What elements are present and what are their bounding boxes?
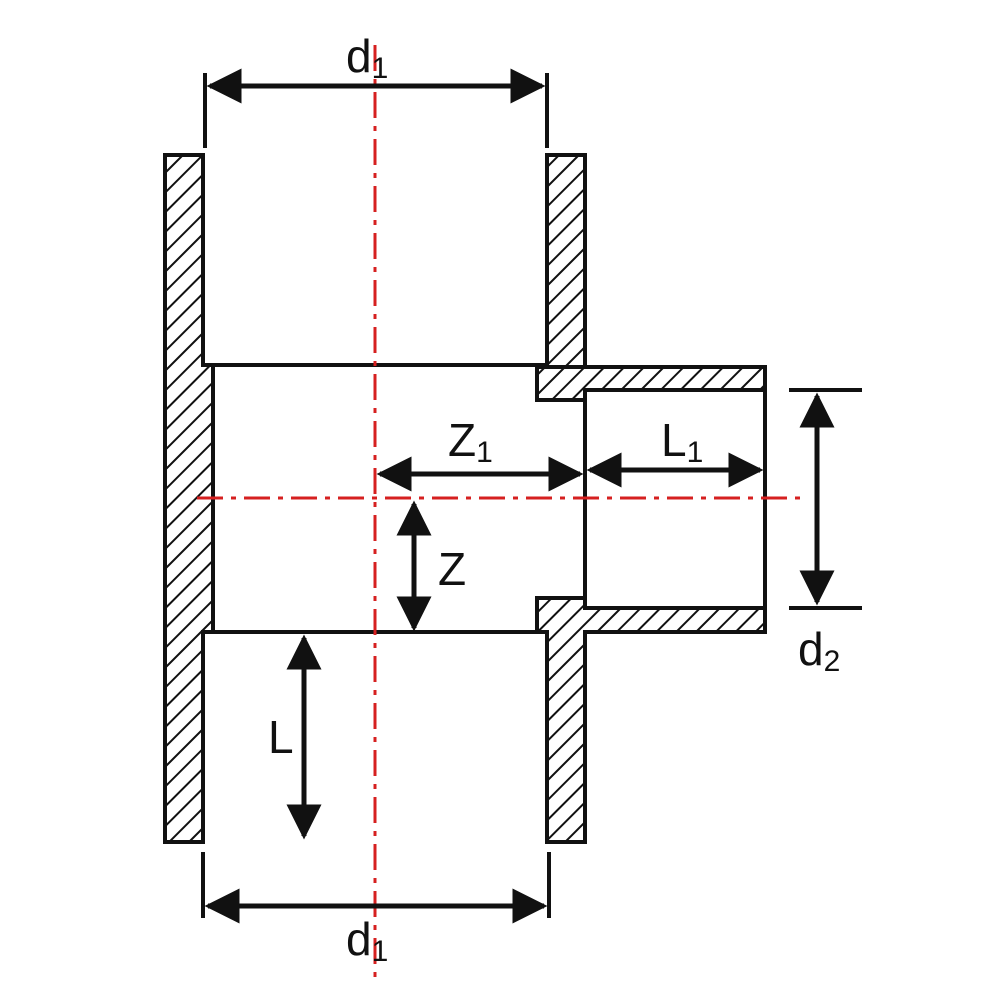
- d1-bottom-label: d1: [346, 913, 388, 968]
- l1-label: L1: [661, 414, 703, 469]
- d2-label: d2: [798, 623, 840, 678]
- center-lines: [197, 45, 800, 985]
- l-label: L: [268, 711, 294, 763]
- z1-label: Z1: [448, 414, 493, 469]
- branch-shoulder-lower: [535, 596, 767, 844]
- z-label: Z: [438, 543, 466, 595]
- d1-top-label: d1: [346, 30, 388, 85]
- branch-shoulder-upper: [535, 365, 767, 402]
- right-wall-upper: [545, 153, 587, 369]
- extension-lines: [201, 73, 862, 918]
- dimension-arrows: [204, 68, 835, 924]
